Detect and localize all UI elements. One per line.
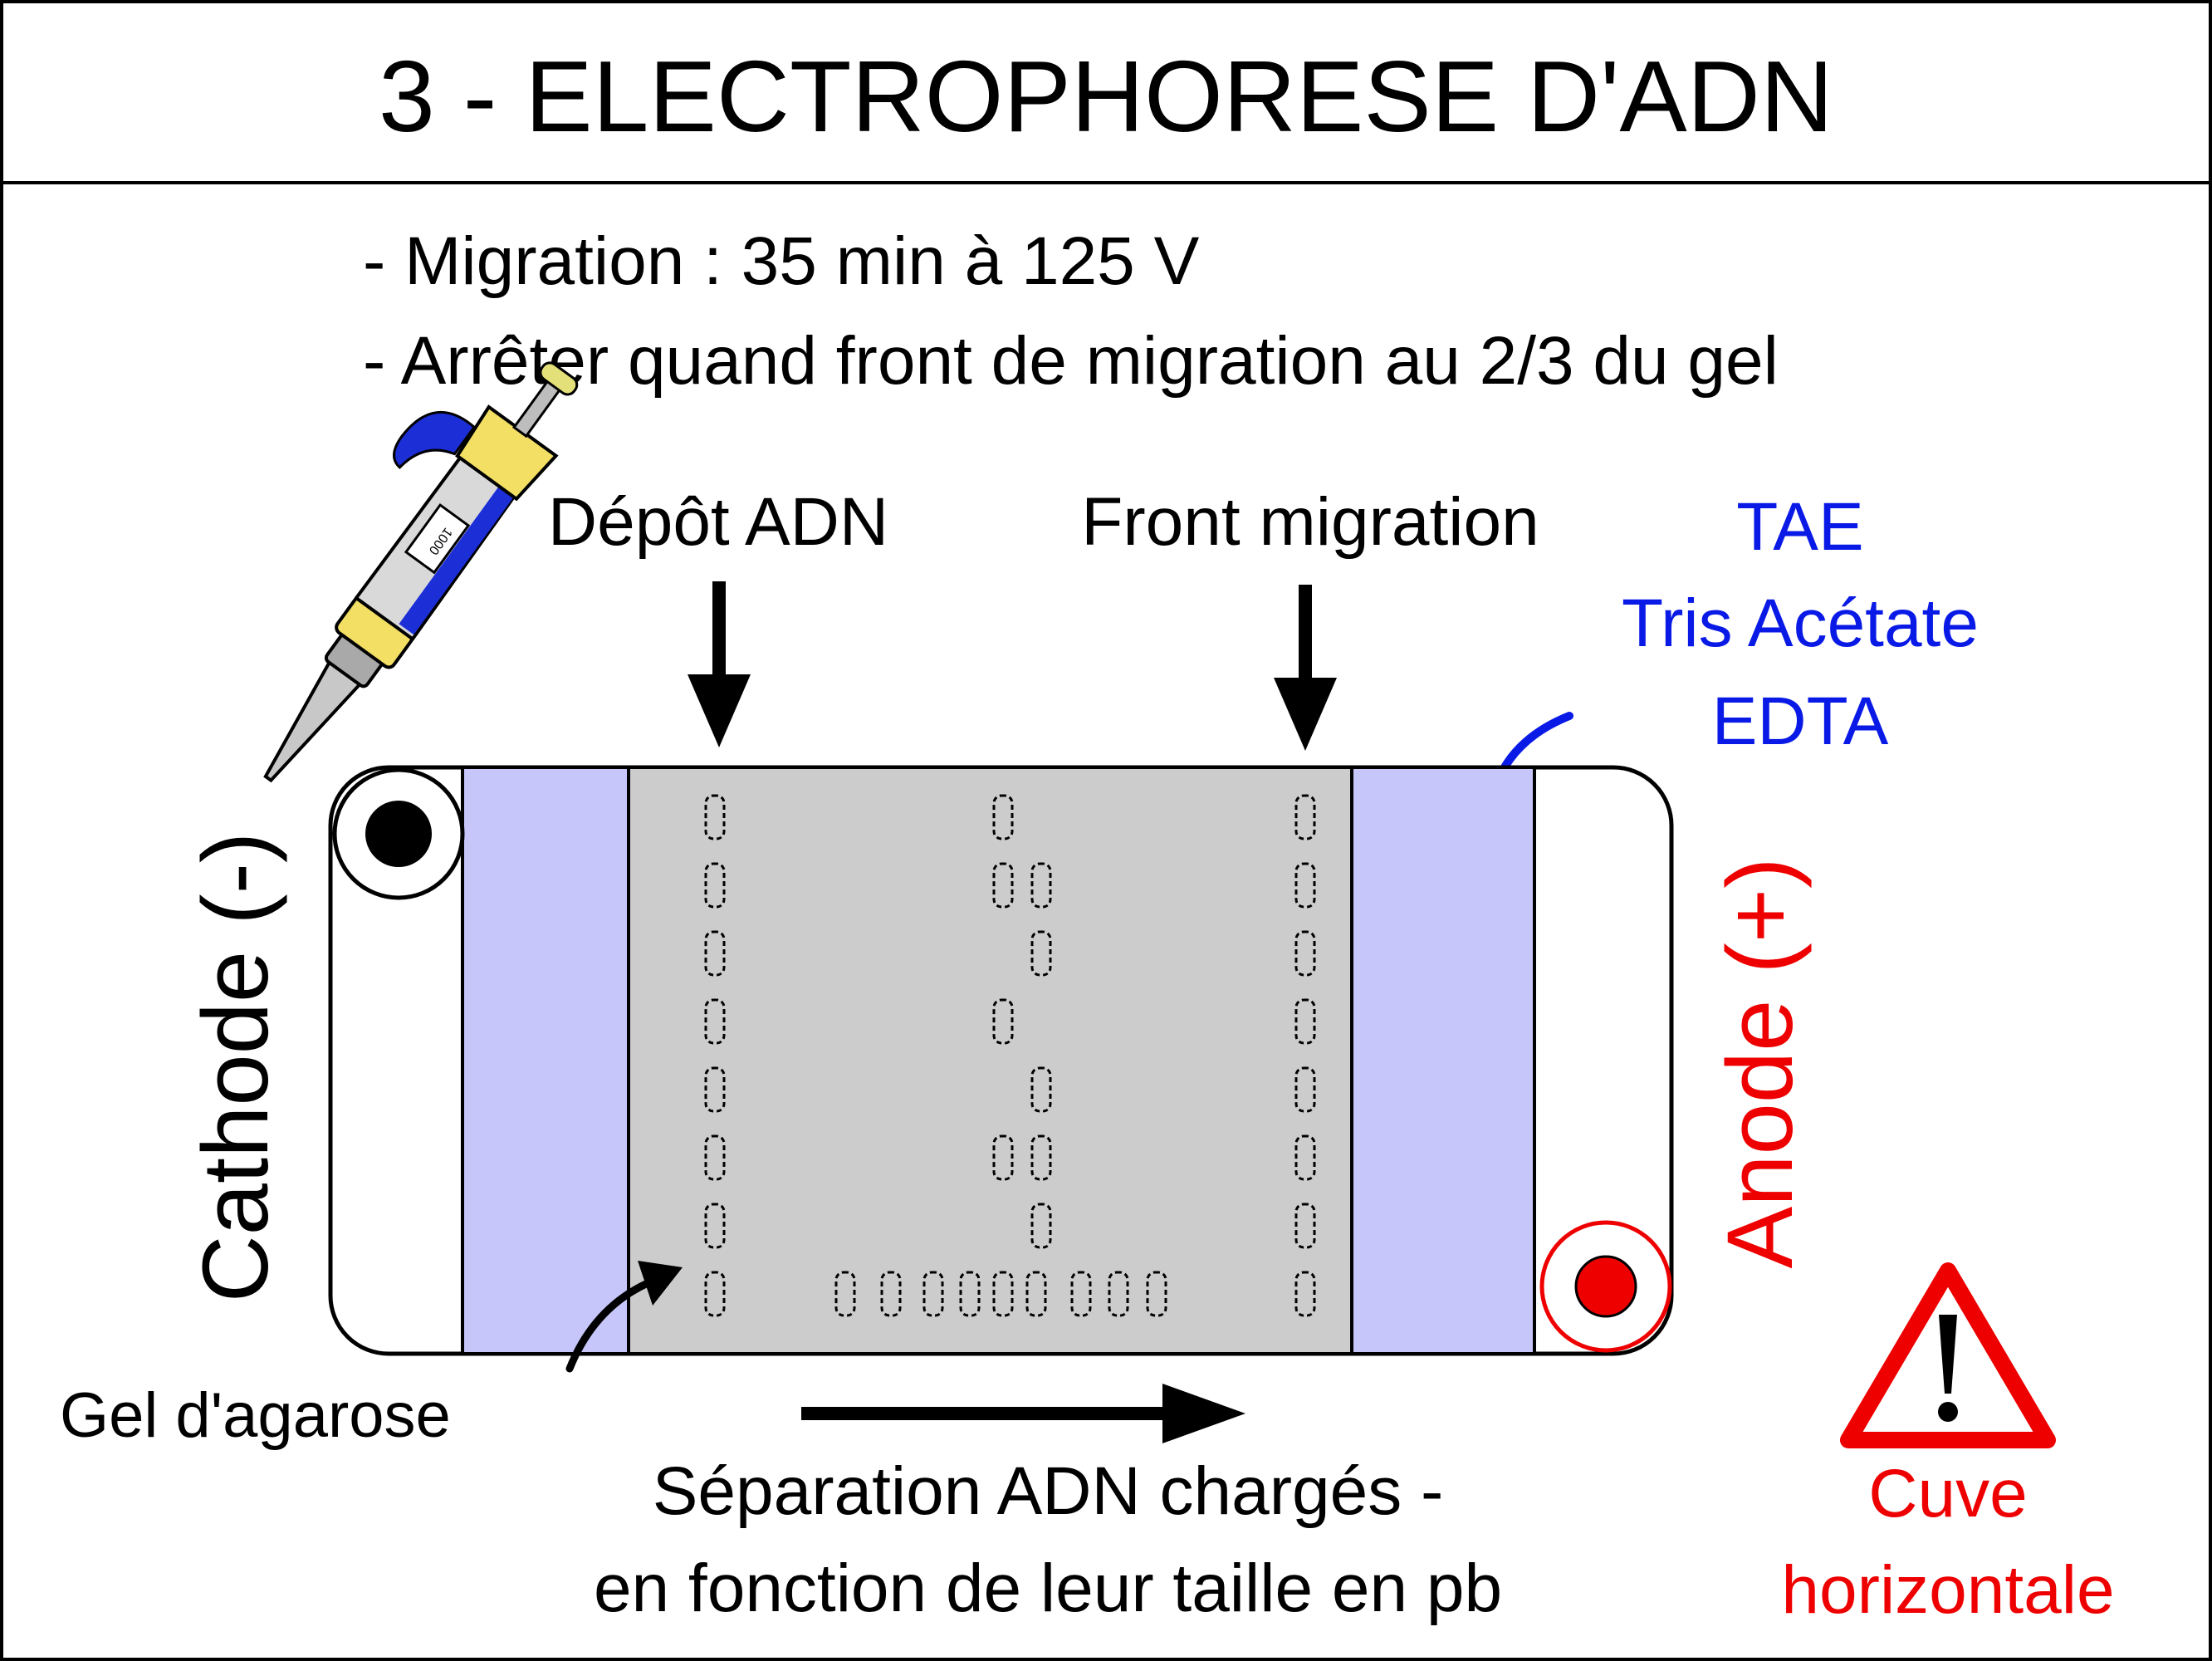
dna-band — [1025, 1271, 1047, 1317]
dna-band — [1294, 930, 1316, 977]
dna-band — [992, 1134, 1014, 1181]
anode-label: Anode (+) — [1708, 858, 1812, 1269]
dna-band — [704, 998, 726, 1045]
dna-band — [704, 1271, 726, 1317]
buffer-zone-left — [461, 766, 630, 1355]
front-label: Front migration — [1081, 484, 1539, 560]
dna-band — [1294, 1066, 1316, 1113]
dna-band — [922, 1271, 944, 1317]
dna-bands — [704, 794, 1316, 1317]
dna-band — [880, 1271, 902, 1317]
dna-band — [704, 1134, 726, 1181]
instruction-stop: - Arrêter quand front de migration au 2/… — [363, 323, 1779, 399]
dna-band — [1294, 1271, 1316, 1317]
dna-band — [959, 1271, 981, 1317]
dna-band — [704, 794, 726, 840]
micropipette-icon: 1000 — [263, 361, 579, 783]
dna-band — [1030, 862, 1052, 909]
dna-band — [1294, 998, 1316, 1045]
warning-label-line2: horizontale — [1781, 1552, 2114, 1628]
deposit-arrow-icon — [688, 581, 751, 747]
dna-band — [1294, 862, 1316, 909]
dna-band — [1294, 1203, 1316, 1249]
dna-band — [1030, 1134, 1052, 1181]
dna-band — [704, 930, 726, 977]
dna-band — [1294, 794, 1316, 840]
dna-band — [834, 1271, 856, 1317]
dna-band — [992, 998, 1014, 1045]
dna-band — [1146, 1271, 1167, 1317]
dna-band — [1070, 1271, 1092, 1317]
dna-band — [992, 1271, 1014, 1317]
dna-band — [992, 862, 1014, 909]
dna-band — [704, 1066, 726, 1113]
agarose-gel — [627, 766, 1353, 1355]
front-arrow-icon — [1274, 585, 1337, 751]
anode-terminal-icon — [1539, 1220, 1672, 1353]
gel-pointer-arrow-icon — [565, 1261, 683, 1373]
buffer-label-tris: Tris Acétate — [1622, 586, 1979, 661]
separation-label-line2: en fonction de leur taille en pb — [594, 1551, 1502, 1626]
dna-band — [1108, 1271, 1129, 1317]
cathode-label: Cathode (-) — [184, 832, 287, 1302]
page-title: 3 - ELECTROPHORESE D'ADN — [379, 40, 1833, 153]
buffer-label-tae: TAE — [1736, 489, 1863, 565]
buffer-label-edta: EDTA — [1712, 684, 1889, 759]
dna-band — [1030, 930, 1052, 977]
separation-label-line1: Séparation ADN chargés - — [653, 1453, 1444, 1529]
dna-band — [1030, 1066, 1052, 1113]
dna-band — [1294, 1134, 1316, 1181]
warning-label-line1: Cuve — [1868, 1456, 2027, 1531]
instruction-migration: - Migration : 35 min à 125 V — [363, 223, 1200, 299]
dna-band — [1030, 1203, 1052, 1249]
buffer-zone-right — [1350, 766, 1536, 1355]
cathode-terminal-icon — [332, 767, 465, 900]
warning-icon — [1840, 1262, 2056, 1448]
separation-arrow-icon — [801, 1384, 1245, 1443]
dna-band — [992, 794, 1014, 840]
dna-band — [704, 1203, 726, 1249]
dna-band — [704, 862, 726, 909]
gel-label: Gel d'agarose — [60, 1380, 451, 1451]
deposit-label: Dépôt ADN — [548, 484, 888, 560]
